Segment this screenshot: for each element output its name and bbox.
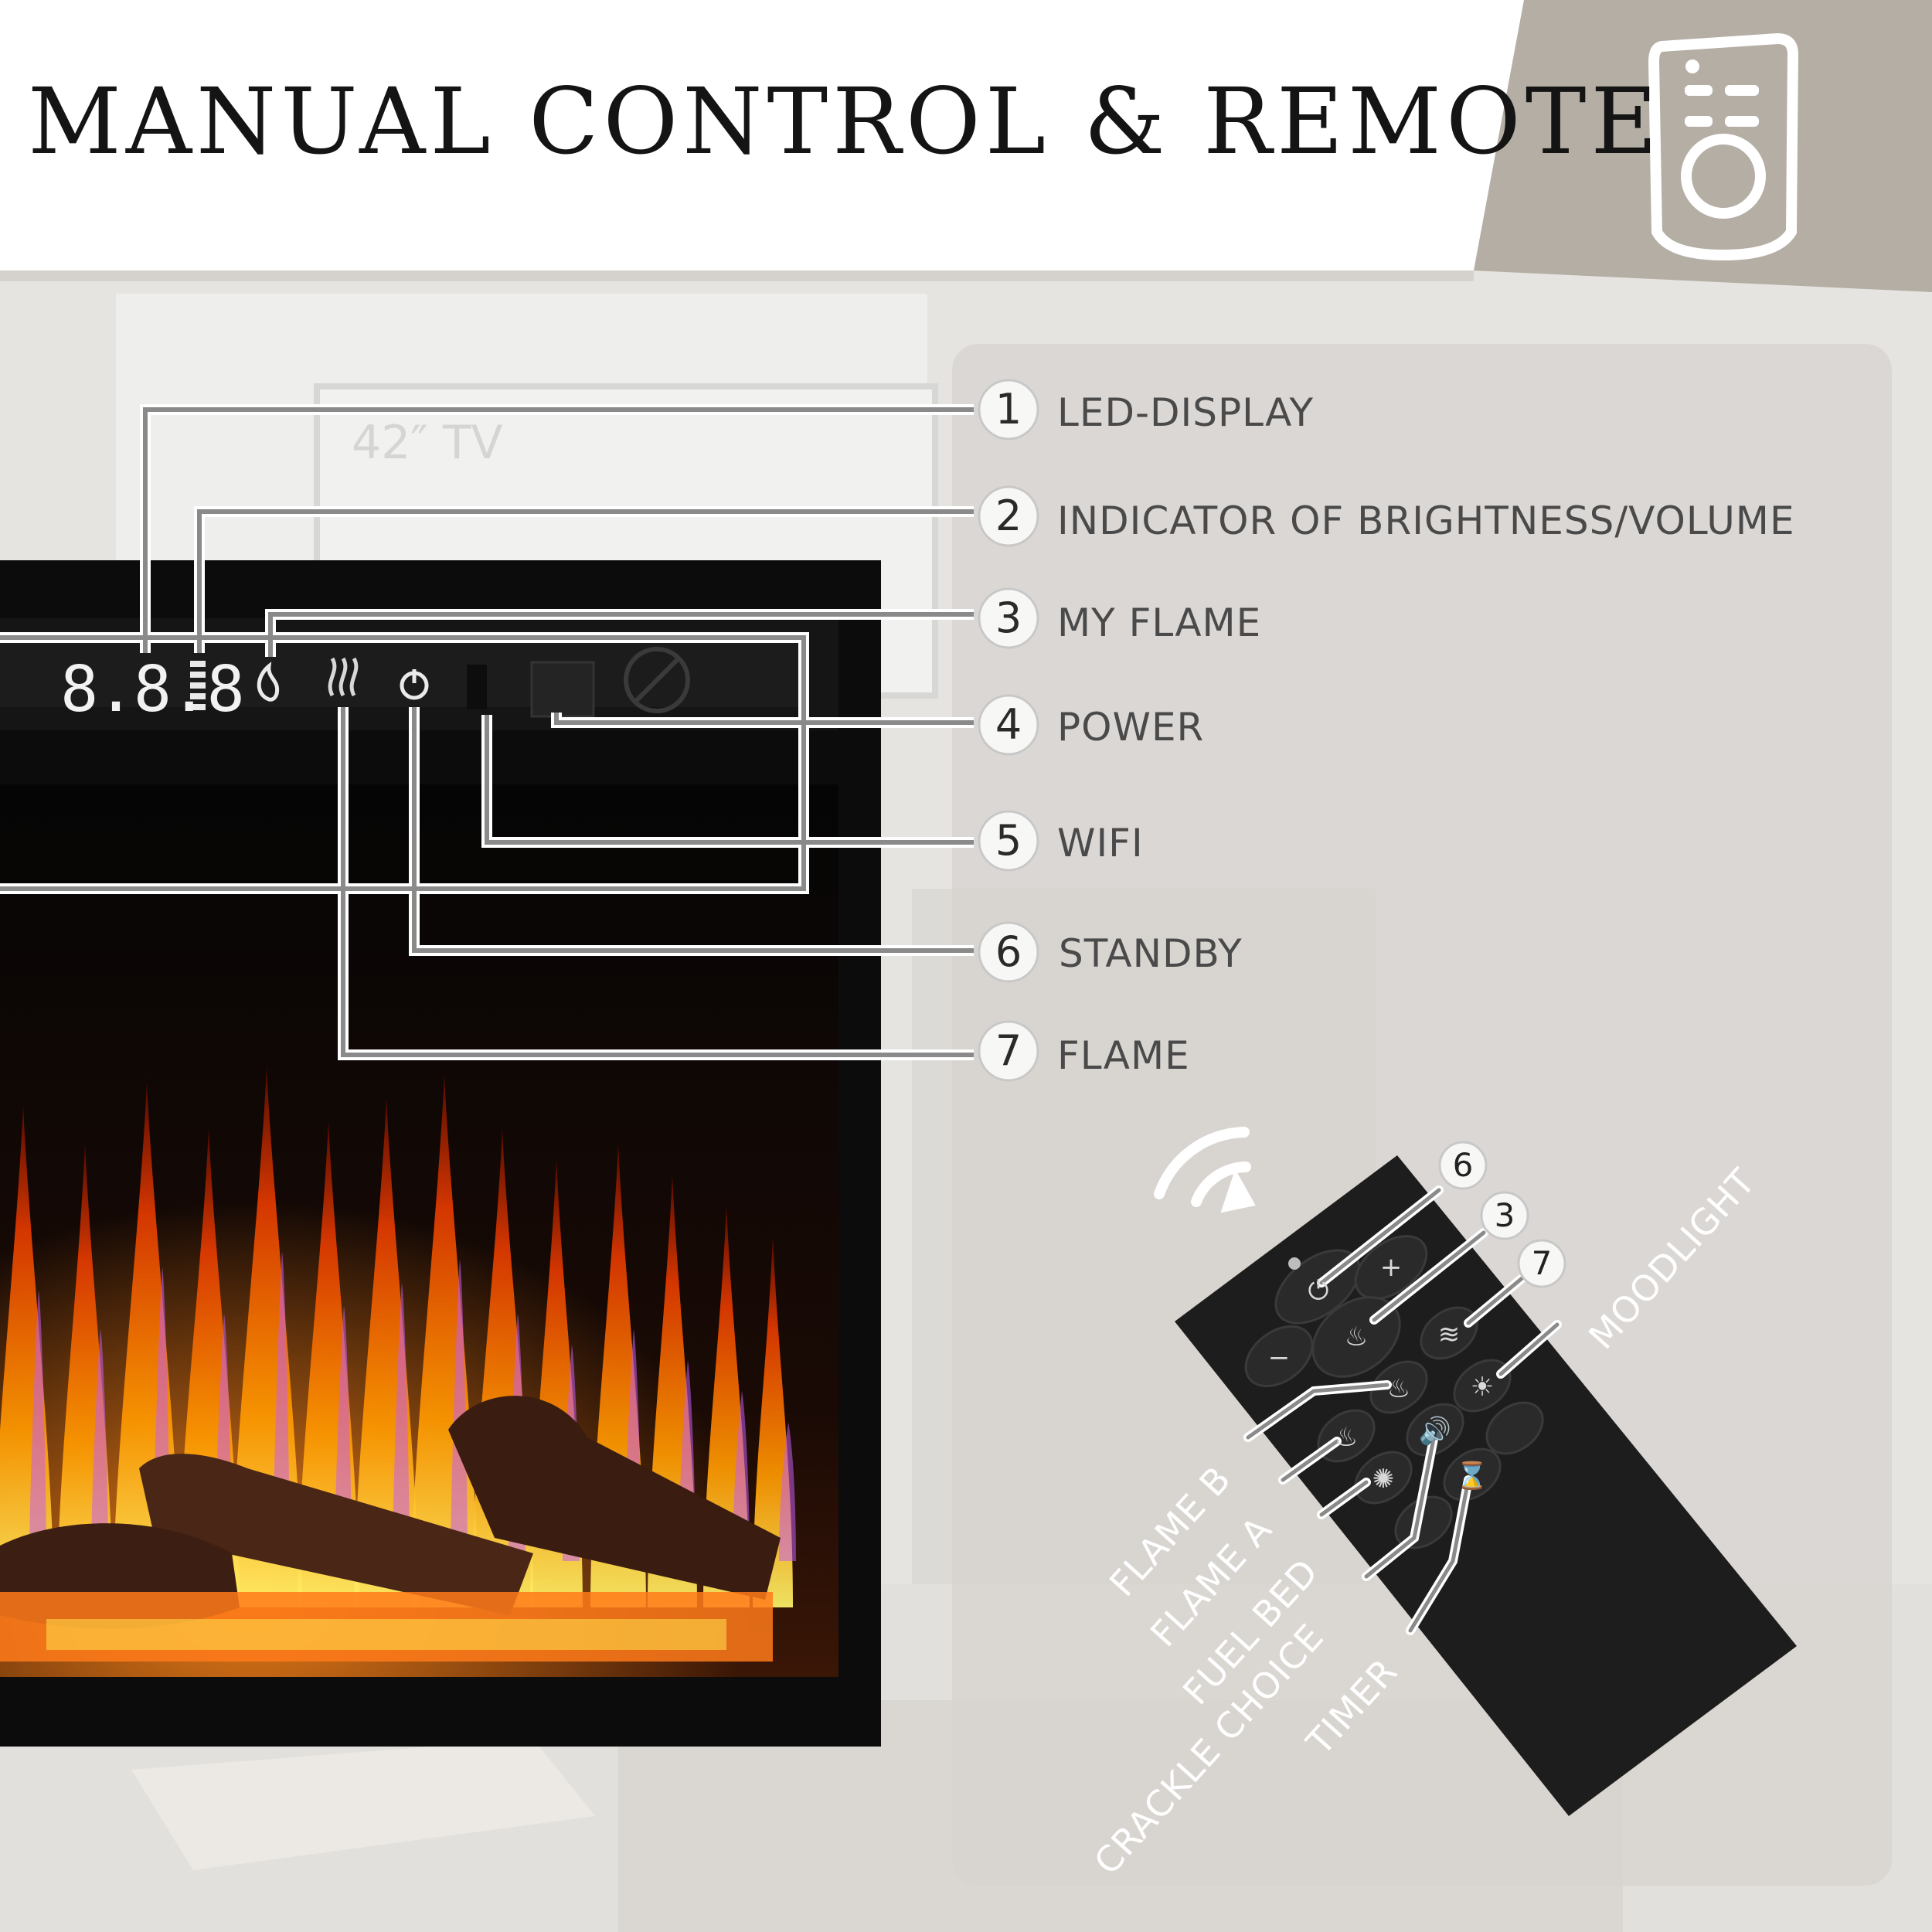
led-display-readout: 8.8.8 [60, 653, 245, 726]
tv-size-label: 42″ TV [352, 416, 503, 470]
remote-timer-icon: ⌛ [1455, 1461, 1489, 1492]
log-back [448, 1396, 781, 1600]
panel-flame-icon [328, 657, 359, 697]
remote-plus-icon: + [1379, 1252, 1403, 1283]
remote-flame-icon: ≋ [1437, 1319, 1461, 1350]
page-title: MANUAL CONTROL & REMOTE [28, 68, 1662, 175]
panel-wifi-switch [467, 665, 487, 709]
log-middle [139, 1454, 533, 1615]
remote-number-3: 3 [1494, 1196, 1515, 1234]
remote-led-dot [1288, 1257, 1301, 1270]
header-shadow [0, 270, 1474, 281]
legend-label-power: POWER [1057, 705, 1205, 750]
flame-violet-tint [29, 1291, 46, 1561]
legend-label-flame: FLAME [1057, 1033, 1190, 1078]
remote-flame-b-icon: ♨ [1386, 1373, 1411, 1404]
remote-number-circles [1438, 1141, 1566, 1288]
remote-flame-a-icon: ♨ [1334, 1422, 1359, 1453]
panel-power-switch [530, 661, 595, 718]
flame-violet-tint [779, 1422, 796, 1561]
magazine [131, 1739, 595, 1870]
legend-label-wifi: WIFI [1057, 821, 1144, 866]
wireless-signal-icon [1154, 1127, 1256, 1213]
remote-moodlight-icon: ☀ [1470, 1372, 1495, 1403]
callout-lines [0, 404, 974, 1060]
legend-number-circles [978, 379, 1039, 1082]
remote-crackle-icon: 🔊 [1418, 1416, 1452, 1447]
legend-number-5: 5 [995, 816, 1022, 865]
remote-minus-icon: − [1267, 1342, 1291, 1373]
legend-number-2: 2 [995, 492, 1022, 540]
panel-no-touch-icon [624, 647, 690, 713]
legend-label-indicator: INDICATOR OF BRIGHTNESS/VOLUME [1057, 498, 1795, 543]
remote-number-7: 7 [1531, 1244, 1553, 1282]
legend-number-6: 6 [995, 927, 1022, 976]
flame-violet-tint [451, 1260, 468, 1561]
legend-label-standby: STANDBY [1059, 931, 1243, 976]
ember-highlight [46, 1619, 726, 1650]
legend-label-led-display: LED-DISPLAY [1057, 390, 1314, 435]
legend-number-3: 3 [995, 594, 1022, 642]
remote-my-flame-icon: ♨ [1344, 1321, 1369, 1352]
legend-number-1: 1 [995, 385, 1022, 434]
remote-number-6: 6 [1452, 1146, 1474, 1184]
remote-control-icon [1648, 32, 1799, 261]
legend-number-7: 7 [995, 1026, 1022, 1075]
legend-label-my-flame: MY FLAME [1057, 600, 1262, 645]
legend-number-4: 4 [995, 700, 1022, 749]
flame-violet-tint [393, 1283, 410, 1561]
flame-violet-tint [91, 1329, 108, 1561]
remote-fuel-bed-icon: ✺ [1372, 1464, 1395, 1495]
panel-brightness-indicator [190, 661, 206, 710]
remote-power-icon: ⏻ [1308, 1275, 1329, 1306]
header-white-band [0, 0, 1524, 270]
panel-my-flame-icon [257, 662, 280, 702]
